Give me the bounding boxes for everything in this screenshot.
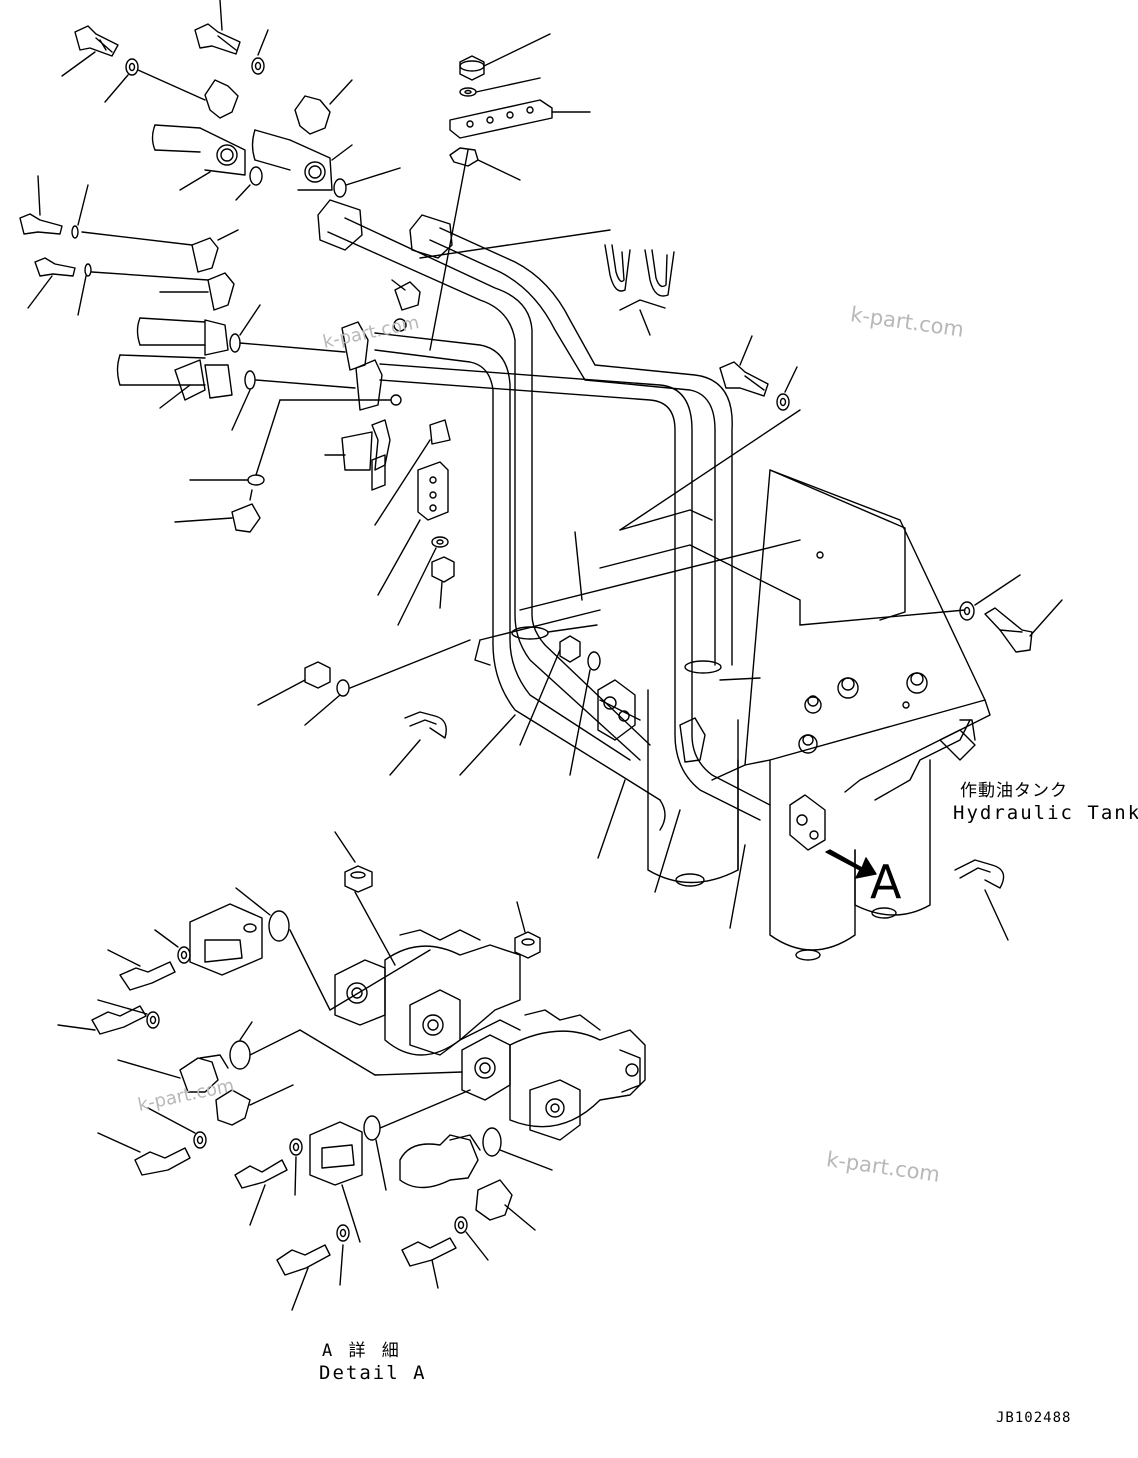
right-bolts <box>719 335 1063 653</box>
filter-canisters <box>647 689 931 961</box>
detail-a-label-japanese: A 詳 細 <box>322 1341 402 1361</box>
tank-label-japanese: 作動油タンク <box>960 781 1068 801</box>
upper-center-parts <box>429 33 591 351</box>
left-middle-parts <box>19 175 391 533</box>
tank-label-english: Hydraulic Tank <box>953 802 1138 824</box>
pipe-assembly <box>327 217 771 831</box>
view-arrow-label: A <box>870 855 902 909</box>
tank-cover-bolts <box>798 672 928 754</box>
u-bolts <box>389 244 1009 941</box>
detail-a-label-english: Detail A <box>319 1362 427 1384</box>
upper-left-parts <box>61 0 453 259</box>
center-fitting-parts <box>257 229 966 929</box>
drawing-number: JB102488 <box>996 1410 1072 1426</box>
tank-flange-connection <box>597 679 826 851</box>
detail-a-parts <box>57 831 646 1311</box>
view-arrow-a <box>825 849 877 879</box>
hydraulic-tank <box>479 469 991 961</box>
